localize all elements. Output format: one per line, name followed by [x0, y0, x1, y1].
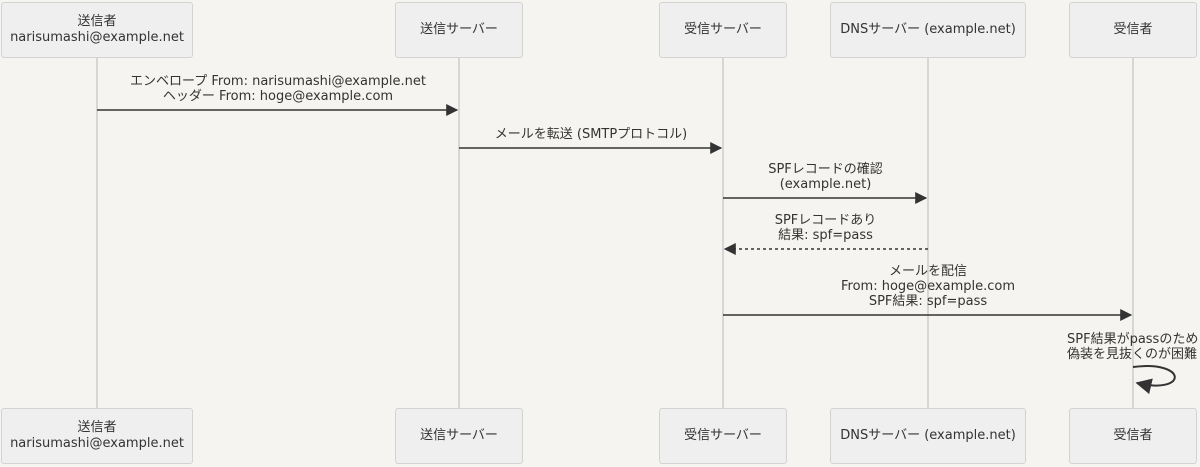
self-message-label: SPF結果がpassのため偽装を見抜くのが困難 — [1067, 332, 1198, 362]
message-label-3: SPFレコードの確認(example.net) — [768, 162, 883, 192]
actor-label: DNSサーバー (example.net) — [840, 22, 1016, 37]
message-label-line: ヘッダー From: hoge@example.com — [162, 89, 394, 104]
actor-label: narisumashi@example.net — [10, 30, 184, 45]
message-arrows — [97, 104, 1176, 395]
actor-label: 受信サーバー — [684, 428, 762, 443]
actor-receiver-top: 受信者 — [1069, 2, 1197, 58]
message-label-4: SPFレコードあり結果: spf=pass — [775, 213, 877, 243]
message-label-line: 結果: spf=pass — [778, 228, 873, 243]
message-label-line: From: hoge@example.com — [840, 279, 1016, 294]
message-label-line: メールを転送 (SMTPプロトコル) — [494, 127, 688, 142]
actor-label: 受信者 — [1113, 428, 1153, 443]
message-label-line: 偽装を見抜くのが困難 — [1067, 347, 1198, 362]
message-label-line: SPF結果: spf=pass — [868, 294, 988, 309]
actor-label: 送信者 — [77, 420, 117, 435]
actor-label: 受信者 — [1113, 22, 1153, 37]
actor-label: 送信サーバー — [420, 428, 498, 443]
message-label-line: エンベロープ From: narisumashi@example.net — [130, 74, 426, 89]
actor-recv-server-bottom: 受信サーバー — [659, 408, 787, 464]
message-label-line: SPFレコードの確認 — [768, 162, 883, 177]
actor-dns-server-bottom: DNSサーバー (example.net) — [830, 408, 1026, 464]
lifelines — [96, 58, 1134, 408]
actor-label: narisumashi@example.net — [10, 436, 184, 451]
self-message-arrow — [1132, 365, 1176, 395]
message-label-line: メールを配信 — [888, 264, 968, 279]
actor-send-server-bottom: 送信サーバー — [395, 408, 523, 464]
message-label-line: SPF結果がpassのため — [1067, 332, 1199, 347]
actor-send-server-top: 送信サーバー — [395, 2, 523, 58]
actor-dns-server-top: DNSサーバー (example.net) — [830, 2, 1026, 58]
message-label-line: (example.net) — [779, 177, 872, 192]
actor-label: DNSサーバー (example.net) — [840, 428, 1016, 443]
message-label-line: SPFレコードあり — [774, 213, 877, 228]
actor-label: 送信サーバー — [420, 22, 498, 37]
actor-recv-server-top: 受信サーバー — [659, 2, 787, 58]
actor-receiver-bottom: 受信者 — [1069, 408, 1197, 464]
actor-label: 送信者 — [77, 14, 117, 29]
message-label-2: メールを転送 (SMTPプロトコル) — [495, 127, 688, 142]
actor-label: 受信サーバー — [684, 22, 762, 37]
